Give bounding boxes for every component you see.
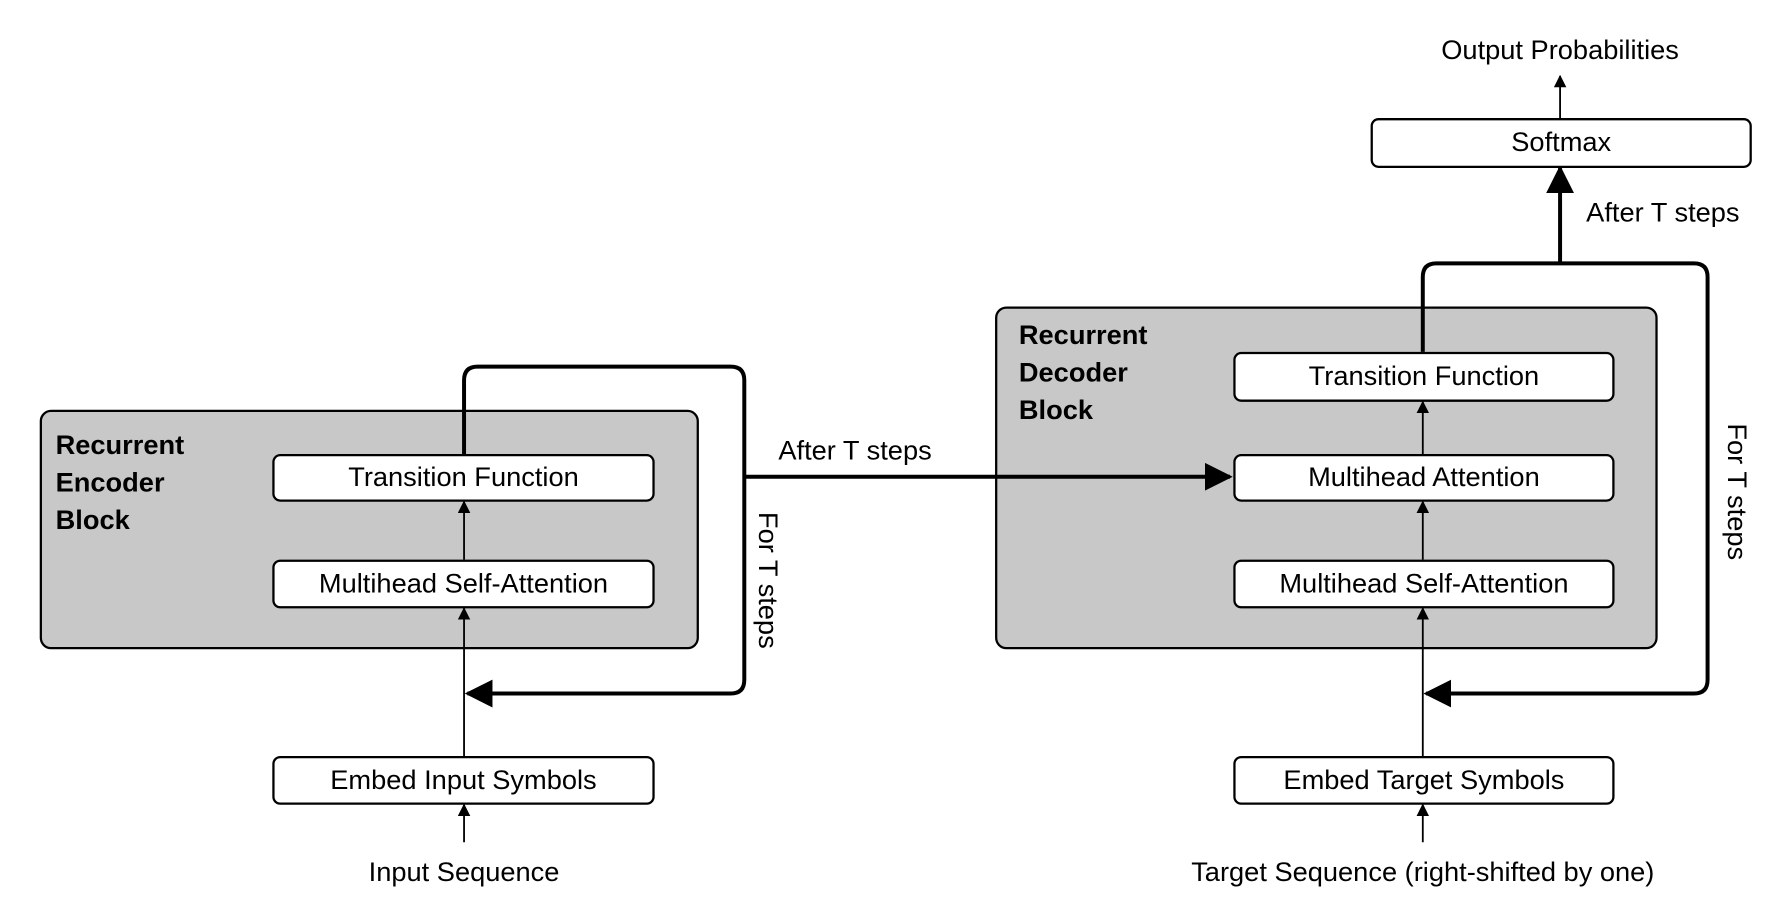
- embed-input-symbols-node: Embed Input Symbols: [272, 755, 655, 805]
- target-sequence-label: Target Sequence (right-shifted by one): [1191, 857, 1655, 888]
- output-probabilities-label: Output Probabilities: [1441, 35, 1679, 66]
- encoder-to-decoder-label: After T steps: [778, 435, 932, 467]
- decoder-self-attention-node: Multihead Self-Attention: [1233, 559, 1615, 609]
- encoder-recurrence-loop: [462, 364, 747, 708]
- softmax-node: Softmax: [1370, 118, 1752, 168]
- decoder-transition-function-node: Transition Function: [1233, 351, 1615, 402]
- decoder-attention-node: Multihead Attention: [1233, 454, 1615, 502]
- embed-target-symbols-node: Embed Target Symbols: [1233, 755, 1615, 805]
- input-sequence-label: Input Sequence: [368, 857, 560, 888]
- encoder-loop-label: For T steps: [752, 511, 783, 649]
- encoder-block-title: Recurrent Encoder Block: [55, 430, 185, 536]
- decoder-block-title: Recurrent Decoder Block: [1018, 320, 1148, 426]
- encoder-block: Recurrent Encoder Block: [39, 409, 699, 650]
- decoder-to-softmax-label: After T steps: [1586, 197, 1740, 229]
- decoder-loop-label: For T steps: [1721, 423, 1752, 561]
- decoder-recurrence-loop: [1420, 261, 1710, 708]
- encoder-transition-function-node: Transition Function: [272, 454, 655, 502]
- encoder-self-attention-node: Multihead Self-Attention: [272, 559, 655, 609]
